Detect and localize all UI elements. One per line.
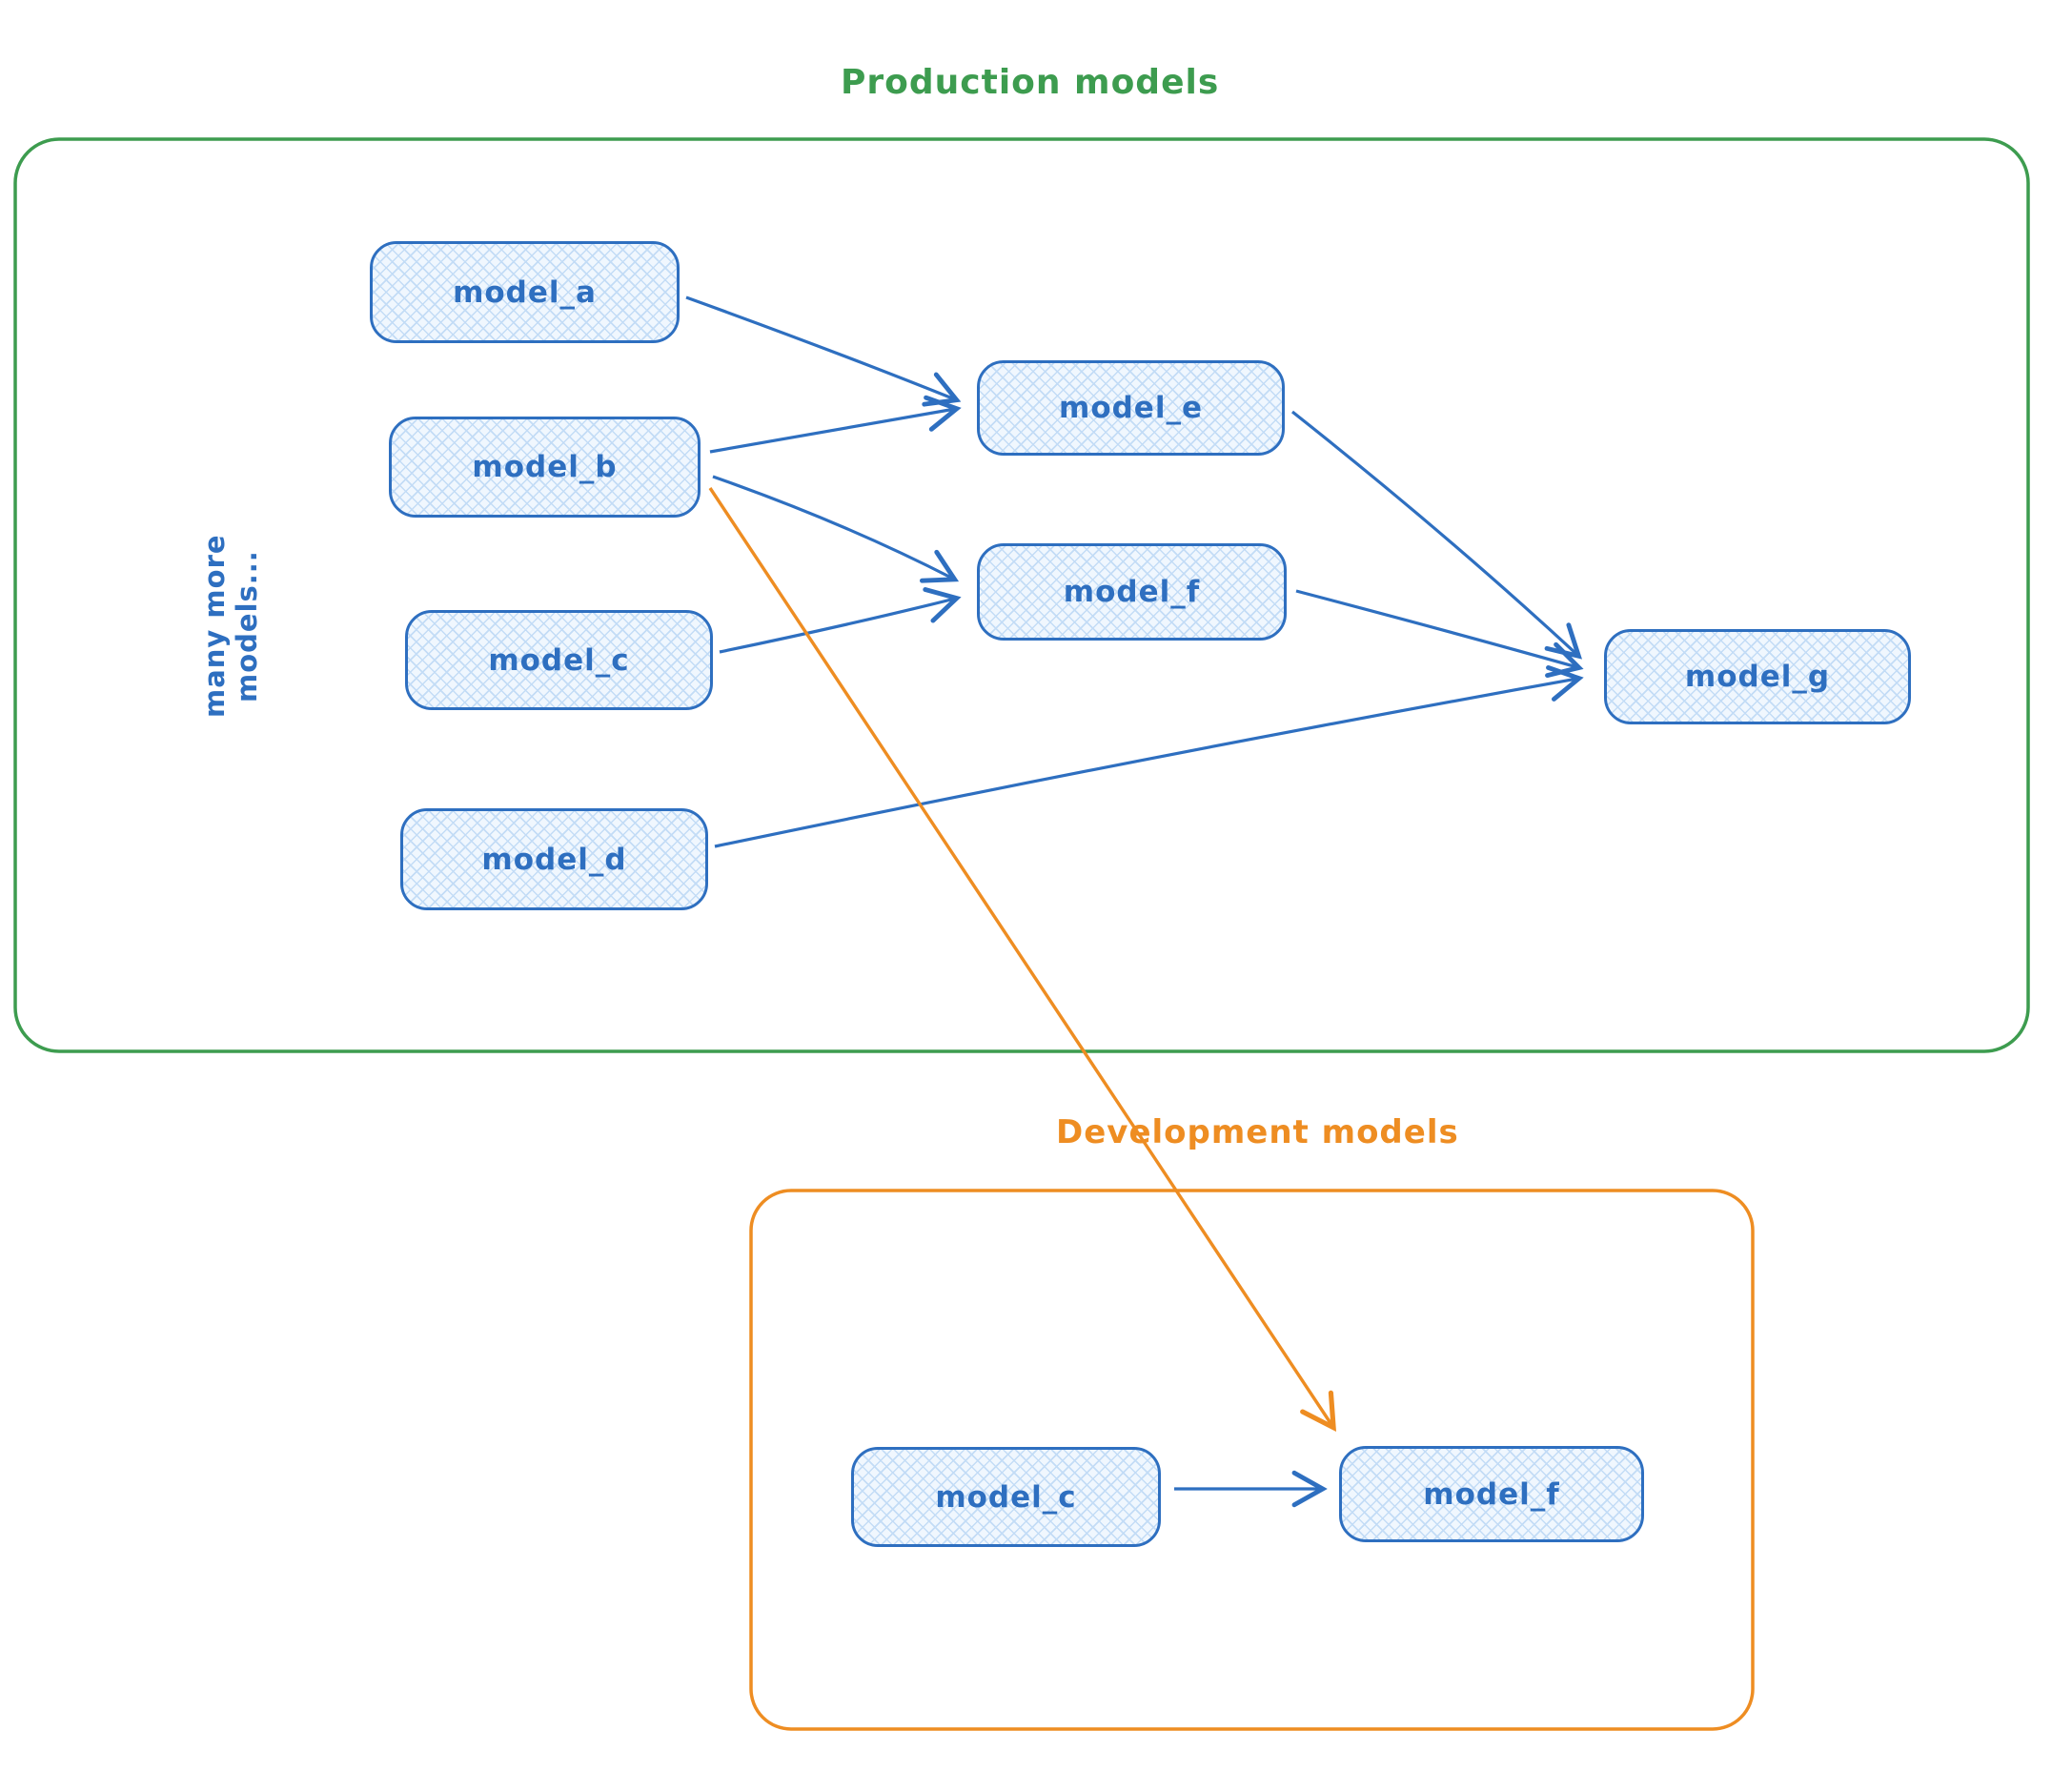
node-model-a: model_a [370, 241, 680, 343]
arrow-model-e-to-model-g [1291, 410, 1583, 660]
arrow-model-f-to-model-g [1295, 589, 1584, 679]
node-model-d-label: model_d [481, 842, 627, 877]
node-model-c-label: model_c [488, 642, 630, 678]
node-model-g-label: model_g [1684, 660, 1831, 694]
node-model-e: model_e [977, 360, 1285, 456]
many-more-models-label: many more models... [198, 534, 263, 719]
arrow-model-b-to-model-e [709, 395, 962, 454]
node-model-d: model_d [400, 808, 708, 910]
node-dev-model-f: model_f [1339, 1446, 1644, 1542]
development-section-title: Development models [1056, 1113, 1459, 1151]
node-model-e-label: model_e [1059, 391, 1203, 425]
node-model-g: model_g [1604, 629, 1911, 724]
node-model-f-label: model_f [1063, 575, 1201, 609]
node-model-c: model_c [405, 610, 713, 710]
arrow-model-b-to-model-f [712, 475, 960, 583]
node-dev-model-c: model_c [851, 1447, 1161, 1547]
production-section-title: Production models [841, 63, 1220, 102]
arrow-model-d-to-model-g [714, 664, 1584, 848]
node-model-b-label: model_b [472, 450, 618, 484]
node-model-f: model_f [977, 543, 1287, 641]
arrow-model-a-to-model-e [685, 295, 962, 407]
node-model-a-label: model_a [453, 275, 597, 310]
node-dev-model-c-label: model_c [935, 1479, 1077, 1515]
arrow-model-c-to-model-f [719, 587, 962, 654]
node-dev-model-f-label: model_f [1423, 1476, 1560, 1512]
node-model-b: model_b [389, 417, 701, 518]
